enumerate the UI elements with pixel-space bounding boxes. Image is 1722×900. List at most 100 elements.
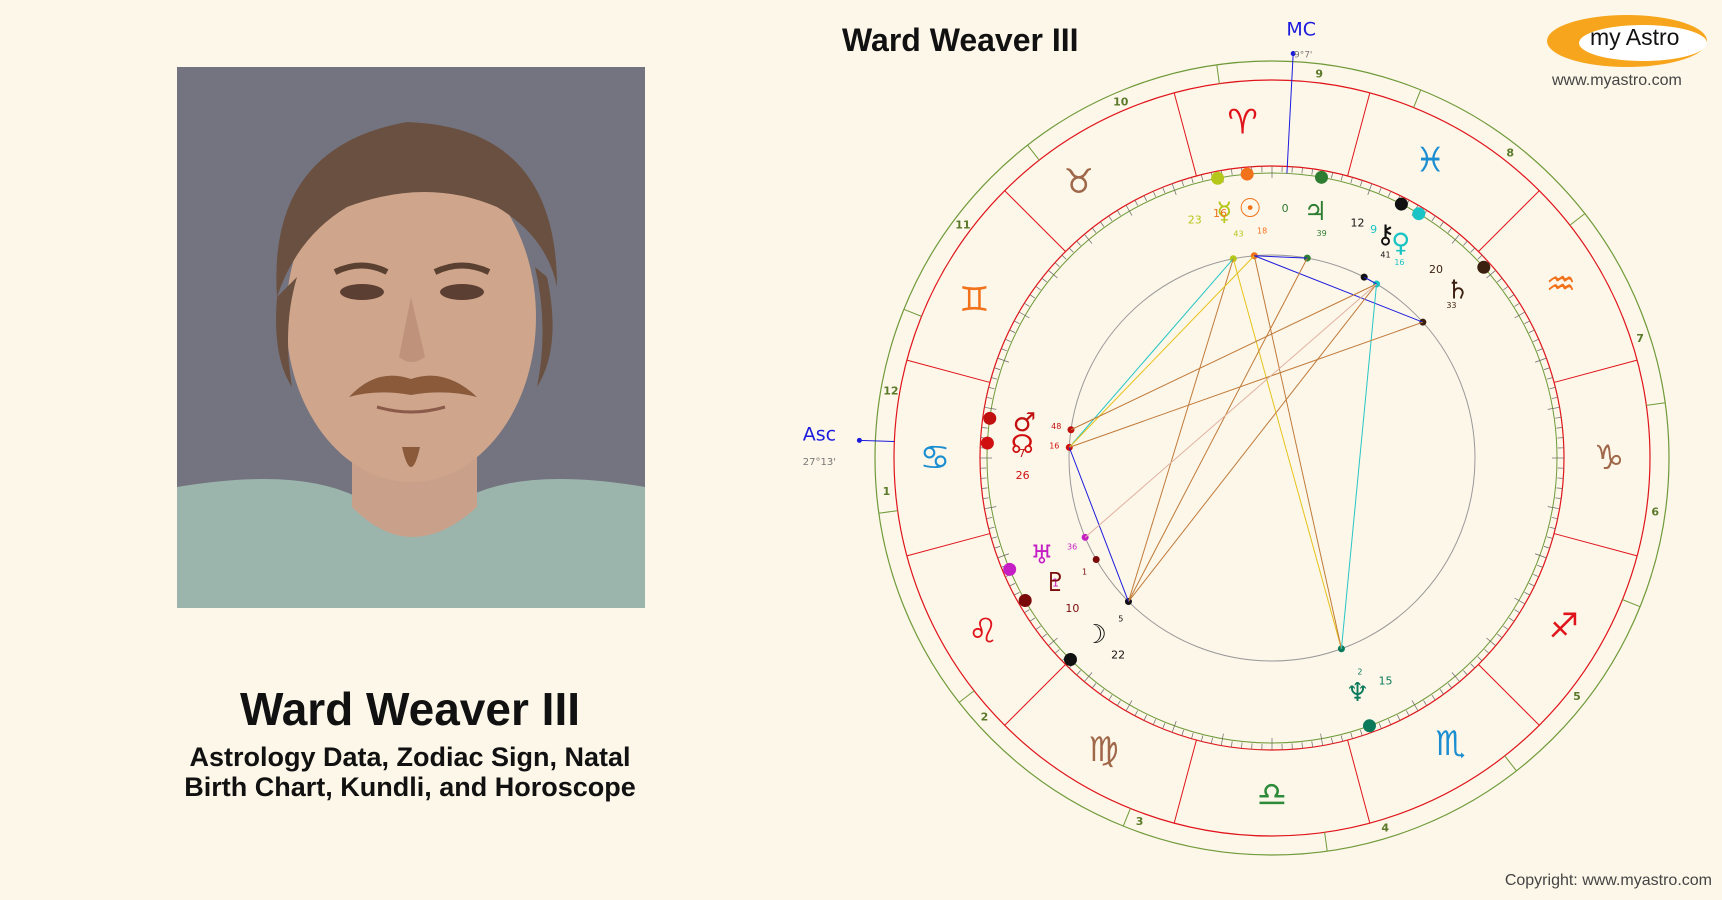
house-divider	[1413, 89, 1422, 108]
house-divider	[1216, 64, 1220, 84]
house-number: 3	[1136, 815, 1144, 828]
aspect-line	[1128, 283, 1377, 602]
sign-glyph-icon: ♑	[1594, 438, 1624, 478]
house-divider	[1504, 755, 1517, 772]
sign-divider	[1478, 664, 1540, 726]
sign-divider	[906, 533, 991, 557]
planet-glyph-node-icon: ☊	[1011, 430, 1034, 460]
degree-tick	[1551, 396, 1558, 399]
degree-tick	[1423, 700, 1428, 706]
degree-tick	[988, 526, 995, 529]
degree-tick	[1134, 710, 1139, 716]
planet-degree: 7	[1019, 447, 1026, 460]
house-number: 8	[1506, 147, 1514, 160]
logo-text[interactable]: my Astro	[1590, 24, 1680, 50]
planet-glyph-venus-icon: ♀	[1391, 229, 1410, 259]
degree-tick	[1116, 210, 1121, 216]
mc-degree: 9°7'	[1294, 51, 1312, 61]
degree-tick	[1431, 694, 1436, 701]
degree-tick	[1014, 591, 1020, 596]
degree-tick	[1439, 221, 1444, 227]
degree-tick	[1201, 174, 1204, 181]
sign-divider	[1347, 92, 1371, 177]
planet-degree: 9	[1370, 223, 1377, 236]
myastro-logo-icon[interactable]	[1545, 12, 1710, 70]
degree-tick	[1301, 742, 1303, 749]
planet-degree: 26	[1016, 469, 1030, 482]
degree-tick	[982, 497, 989, 499]
house-divider	[903, 308, 922, 317]
aspect-line	[1069, 321, 1424, 448]
degree-tick	[1201, 735, 1204, 742]
planet-minute: 41	[1380, 250, 1390, 259]
house-divider	[1622, 599, 1641, 608]
planet-minute: 1	[1082, 568, 1087, 577]
degree-tick	[1556, 427, 1563, 429]
degree-tick	[997, 553, 1010, 559]
sign-glyph-icon: ♈	[1227, 102, 1257, 142]
mc-label: MC	[1286, 19, 1316, 41]
subtitle-line-2: Birth Chart, Kundli, and Horoscope	[184, 772, 636, 802]
degree-tick	[1524, 591, 1530, 596]
aspect-line	[1084, 283, 1377, 538]
subtitle-line-1: Astrology Data, Zodiac Sign, Natal	[189, 742, 631, 772]
degree-tick	[1076, 240, 1081, 246]
house-number: 9	[1315, 67, 1323, 80]
planet-degree: 15	[1378, 674, 1392, 687]
degree-tick	[1534, 553, 1547, 559]
degree-tick	[1084, 234, 1093, 244]
degree-tick	[1411, 700, 1419, 712]
mc-axis-line	[1286, 53, 1294, 174]
aspect-line	[1363, 276, 1377, 285]
sign-divider	[1004, 664, 1066, 726]
degree-tick	[1360, 180, 1363, 187]
house-divider	[878, 510, 898, 514]
sign-divider	[1173, 92, 1197, 177]
degree-tick	[1009, 329, 1016, 333]
degree-tick	[1549, 387, 1556, 390]
degree-tick	[1537, 564, 1543, 568]
degree-tick	[1191, 177, 1194, 184]
degree-tick	[1320, 733, 1324, 746]
degree-tick	[1547, 506, 1560, 510]
degree-tick	[1068, 247, 1074, 253]
degree-tick	[1503, 286, 1509, 291]
house-number: 4	[1381, 822, 1389, 835]
site-url[interactable]: www.myastro.com	[1552, 72, 1682, 89]
planet-minute: 39	[1316, 229, 1326, 238]
degree-tick	[1029, 617, 1036, 622]
degree-tick	[1162, 187, 1166, 193]
degree-tick	[986, 396, 993, 399]
planet-glyph-jupiter-icon: ♃	[1304, 197, 1327, 227]
degree-tick	[1447, 683, 1453, 689]
degree-tick	[1555, 497, 1562, 499]
degree-tick	[1350, 732, 1353, 739]
degree-tick	[1331, 737, 1334, 744]
sign-divider	[1347, 739, 1371, 824]
house-divider	[1569, 213, 1586, 226]
degree-tick	[981, 487, 988, 489]
degree-tick	[1451, 672, 1460, 682]
degree-tick	[1514, 597, 1526, 605]
degree-tick	[1537, 348, 1543, 352]
degree-tick	[1477, 656, 1483, 662]
aspect-line	[1253, 255, 1342, 649]
degree-tick	[1001, 348, 1007, 352]
degree-tick	[1061, 254, 1067, 260]
sign-divider	[1478, 190, 1540, 252]
planet-minute: 43	[1233, 230, 1243, 239]
degree-tick	[1543, 546, 1550, 549]
planet-minute: 5	[1118, 615, 1123, 624]
planet-minute: 16	[1394, 258, 1404, 267]
sign-glyph-icon: ♒	[1546, 264, 1576, 304]
degree-tick	[1388, 191, 1392, 197]
degree-tick	[1547, 406, 1560, 410]
sign-divider	[1553, 359, 1638, 383]
degree-tick	[1534, 357, 1547, 363]
asc-degree: 27°13'	[803, 457, 836, 468]
sign-divider	[906, 359, 991, 383]
planet-glyph-sun-icon: ☉	[1239, 194, 1262, 224]
aspect-line	[1254, 255, 1308, 259]
degree-tick	[1470, 247, 1476, 253]
degree-tick	[1503, 625, 1509, 630]
